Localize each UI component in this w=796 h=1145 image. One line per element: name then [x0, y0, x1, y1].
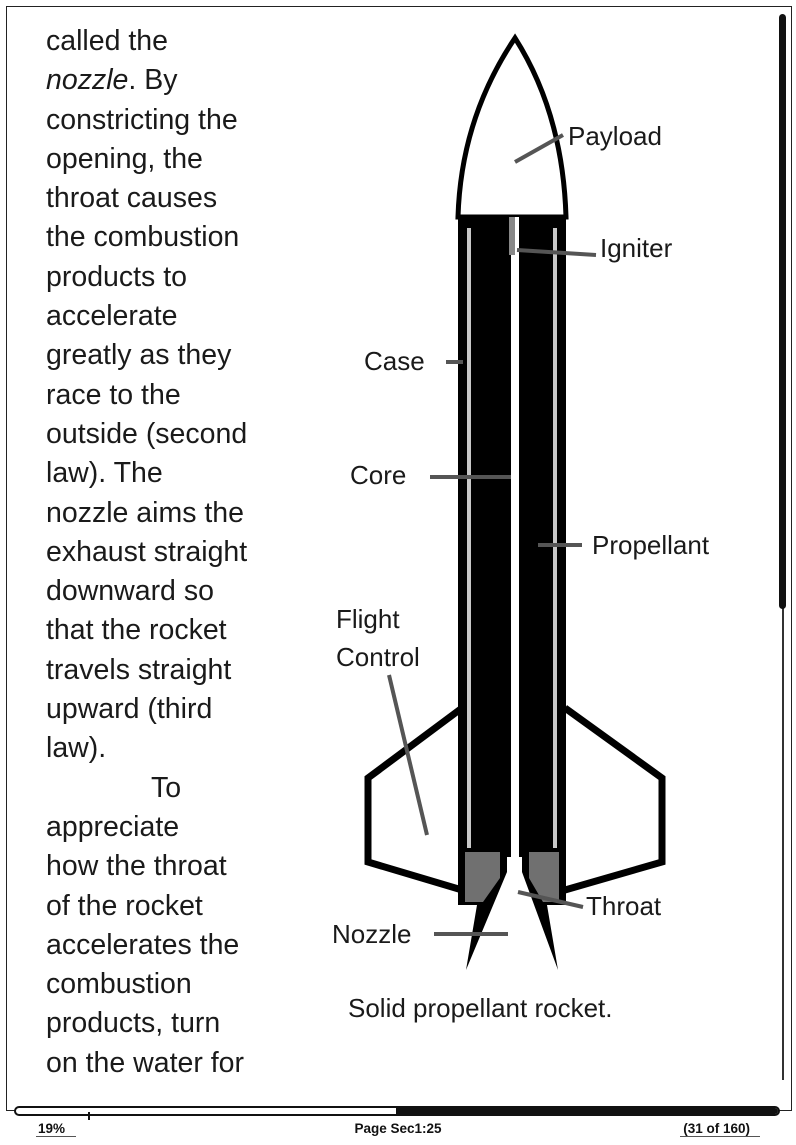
text-line: race to the — [46, 378, 181, 411]
text-line: law). — [46, 732, 107, 765]
text-line: upward (third — [46, 693, 213, 726]
text-line: products to — [46, 260, 187, 293]
igniter — [509, 217, 515, 255]
label-flight-control-line1: Flight — [336, 604, 400, 634]
label-payload: Payload — [568, 121, 662, 151]
text-line: exhaust straight — [46, 535, 248, 568]
text-line: nozzle. By — [46, 61, 306, 100]
text-line: constricting the — [46, 103, 238, 136]
progress-bar-fill — [396, 1108, 778, 1114]
payload-nose-cone — [455, 33, 569, 220]
text-line: outside (second — [46, 417, 248, 450]
case-wall-right — [553, 228, 557, 848]
text-line: throat causes — [46, 182, 218, 215]
body-text: called the nozzle. By constricting the o… — [46, 22, 306, 1083]
payload-leader — [514, 133, 564, 164]
throat-right — [529, 852, 559, 902]
label-throat: Throat — [586, 891, 662, 921]
underline — [36, 1136, 76, 1137]
label-propellant: Propellant — [592, 530, 710, 560]
text-line: downward so — [46, 575, 214, 608]
label-case: Case — [364, 346, 425, 376]
progress-percent: 19% — [38, 1121, 66, 1136]
page-frame — [6, 6, 792, 1111]
throat-left — [465, 852, 500, 902]
text-line: combustion — [46, 968, 192, 1001]
text-line: on the water for — [46, 1046, 245, 1079]
text-fragment: . By — [128, 64, 178, 97]
text-line: accelerates the — [46, 928, 240, 961]
text-line: opening, the — [46, 142, 203, 175]
text-line: law). The — [46, 457, 163, 490]
progress-marker — [88, 1112, 90, 1120]
text-line: called the — [46, 25, 169, 57]
scrollbar-thumb[interactable] — [779, 14, 786, 609]
text-line: products, turn — [46, 1007, 221, 1040]
label-nozzle: Nozzle — [332, 919, 411, 949]
flight-control-leader — [387, 674, 429, 836]
text-line: accelerate — [46, 300, 178, 333]
left-fin — [364, 705, 465, 894]
figure-caption: Solid propellant rocket. — [348, 993, 612, 1023]
rocket-diagram: Payload Igniter Case Core Propellant Fli… — [332, 33, 710, 1023]
text-line: the combustion — [46, 221, 240, 254]
underline — [680, 1136, 760, 1137]
label-flight-control-line2: Control — [336, 642, 420, 672]
igniter-leader — [516, 248, 597, 257]
label-core: Core — [350, 460, 406, 490]
text-line: how the throat — [46, 850, 227, 883]
label-igniter: Igniter — [600, 233, 673, 263]
page-label: Page Sec1:25 — [354, 1121, 442, 1136]
text-line: nozzle aims the — [46, 496, 245, 529]
emphasized-term: nozzle — [46, 64, 129, 97]
text-line: greatly as they — [46, 339, 232, 372]
page-count: (31 of 160) — [683, 1121, 750, 1136]
text-line: travels straight — [46, 653, 232, 686]
status-bar: 19% Page Sec1:25 (31 of 160) — [0, 1118, 796, 1145]
text-line: of the rocket — [46, 889, 203, 922]
text-line: that the rocket — [46, 614, 227, 647]
text-line: appreciate — [46, 810, 180, 843]
case-wall-left — [467, 228, 471, 848]
scrollbar-track-line — [782, 600, 784, 1080]
core-channel — [511, 217, 519, 877]
text-line: To — [151, 771, 182, 804]
right-fin — [562, 705, 666, 894]
throat-leader — [517, 890, 584, 909]
